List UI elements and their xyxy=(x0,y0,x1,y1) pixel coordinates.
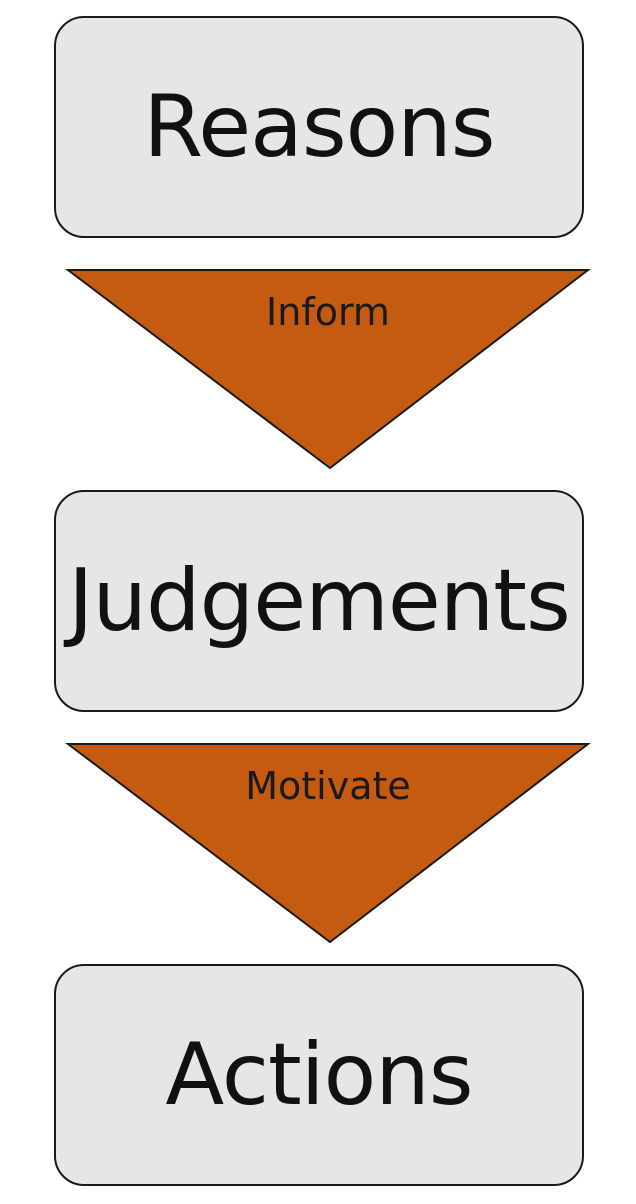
judgements-box: Judgements xyxy=(54,490,584,712)
judgements-label: Judgements xyxy=(68,551,571,651)
down-triangle-icon xyxy=(65,269,591,470)
inform-label: Inform xyxy=(266,290,390,334)
motivate-arrow: Motivate xyxy=(65,743,591,944)
inform-triangle xyxy=(65,269,591,470)
reasons-box: Reasons xyxy=(54,16,584,238)
actions-box: Actions xyxy=(54,964,584,1186)
actions-label: Actions xyxy=(165,1025,473,1125)
down-triangle-icon xyxy=(65,743,591,944)
motivate-label: Motivate xyxy=(245,764,411,808)
inform-arrow: Inform xyxy=(65,269,591,470)
motivate-triangle xyxy=(65,743,591,944)
reasons-label: Reasons xyxy=(143,77,495,177)
